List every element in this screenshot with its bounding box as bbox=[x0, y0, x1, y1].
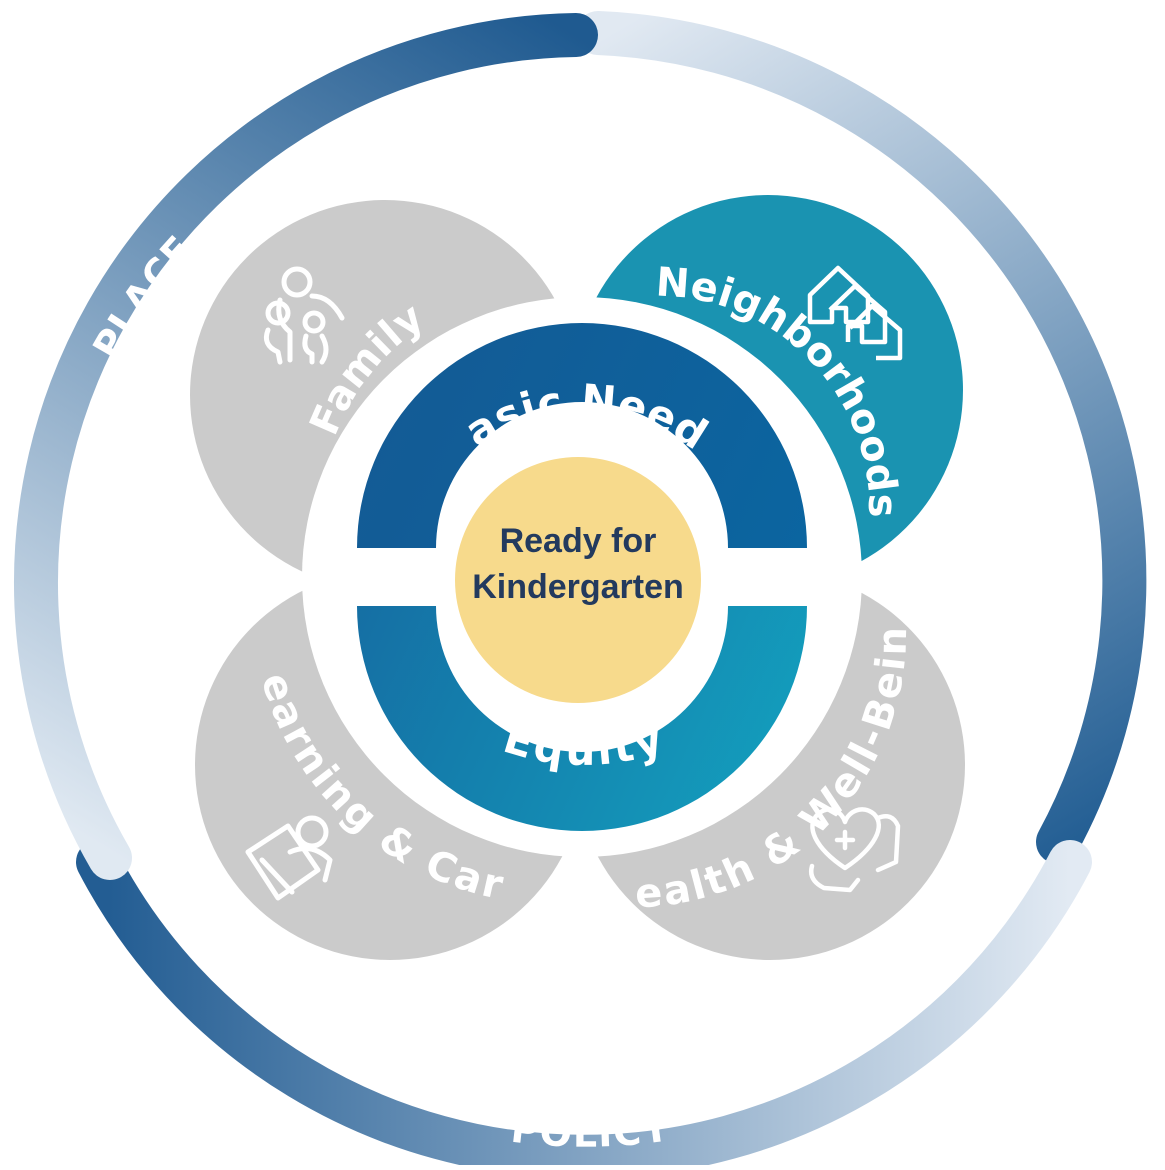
policy-label: POLICY bbox=[509, 1105, 673, 1155]
family-icon bbox=[263, 266, 345, 365]
heart-hands-icon bbox=[809, 807, 901, 893]
people-arc bbox=[576, 11, 1147, 864]
equity-band bbox=[357, 606, 807, 831]
center-line-1: Ready for bbox=[500, 522, 657, 560]
place-arc bbox=[13, 13, 598, 880]
houses-icon bbox=[807, 265, 903, 361]
basic-needs-band bbox=[357, 323, 807, 548]
learning-icon bbox=[245, 815, 333, 901]
center-line-2: Kindergarten bbox=[472, 568, 684, 606]
inner-core: Basic Needs Equity Ready for Kindergarte… bbox=[357, 323, 807, 831]
outer-ring: PEOPLE PLACE POLICY bbox=[13, 11, 1147, 1170]
center-circle bbox=[455, 457, 701, 703]
policy-arc bbox=[76, 840, 1092, 1170]
